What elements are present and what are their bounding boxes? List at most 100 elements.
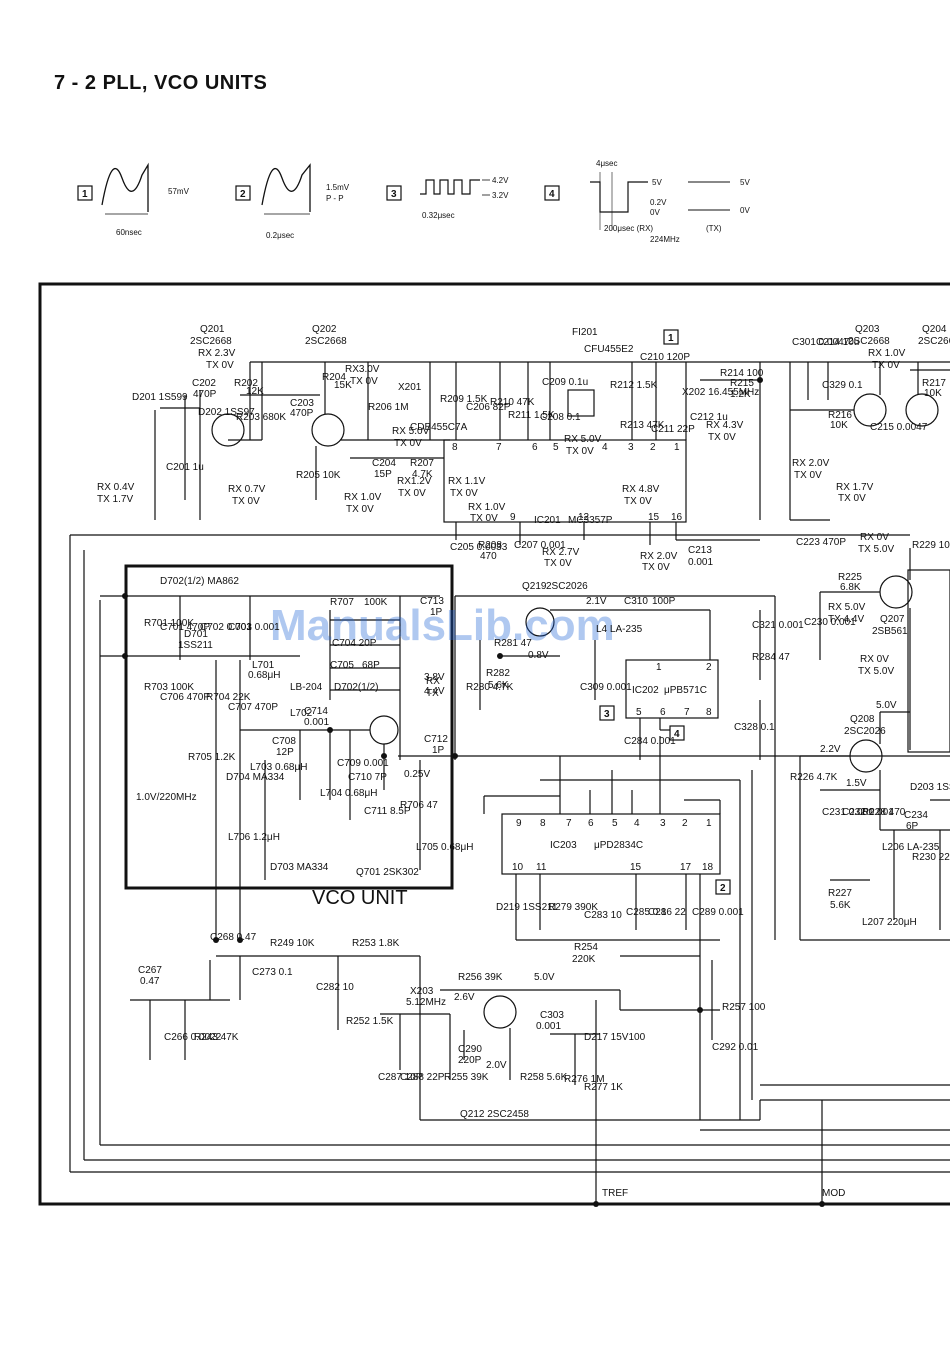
wave-4-v2: 0.2V: [650, 198, 667, 207]
component-label-r211: R211 1.5K: [508, 410, 555, 421]
ic202-pin: 7: [684, 707, 690, 718]
component-label-c267v: 0.47: [140, 976, 160, 987]
component-label-l206: L206 LA-235: [882, 842, 940, 853]
component-label-r202v: 12K: [246, 386, 264, 397]
component-label-tx0j: TX 0V: [624, 496, 652, 507]
component-label-q212: Q212 2SC2458: [460, 1109, 529, 1120]
component-label-c208: C208 0.1: [540, 412, 581, 423]
component-label-r227: R227: [828, 888, 852, 899]
wave-3-low: 3.2V: [492, 191, 509, 200]
component-label-rx43: RX 4.3V: [706, 420, 744, 431]
component-label-r217v: 10K: [924, 388, 942, 399]
component-label-tref: TREF: [602, 1188, 628, 1199]
ic203-pin: 10: [512, 862, 524, 873]
component-label-r281: R281 47: [494, 638, 532, 649]
component-label-q201tx: TX 0V: [206, 360, 234, 371]
component-label-c207: C207 0.001: [514, 540, 566, 551]
component-label-r229: R229 10K: [912, 540, 950, 551]
component-label-tx0g: TX 0V: [346, 504, 374, 515]
component-label-tx0n: TX 0V: [794, 470, 822, 481]
component-label-x201: X201: [398, 382, 422, 393]
component-label-v025: 0.25V: [404, 769, 430, 780]
component-label-d703: D703 MA334: [270, 862, 329, 873]
vco-unit-label: VCO UNIT: [312, 887, 408, 909]
component-label-tx0b: TX 0V: [708, 432, 736, 443]
component-label-c206: C206 82P: [466, 402, 511, 413]
wave-2-period: 0.2μsec: [266, 231, 294, 240]
component-label-r249: R249 10K: [270, 938, 315, 949]
wave-1-period: 60nsec: [116, 228, 142, 237]
ic203-pin: 17: [680, 862, 692, 873]
component-label-c705: C705: [330, 660, 354, 671]
component-label-rx20a: RX 2.0V: [640, 551, 678, 562]
component-label-r276: R276 1M: [564, 1074, 605, 1085]
component-label-c292: C292 0.01: [712, 1042, 759, 1053]
component-label-c703: C703 0.001: [228, 622, 280, 633]
component-label-c303: C303: [540, 1010, 564, 1021]
ic202-pins: 1 2 5 6 7 8: [636, 662, 712, 718]
component-label-c234: C234: [904, 810, 928, 821]
component-label-v50b: 5.0V: [534, 972, 555, 983]
ic201-pin: 9: [510, 512, 516, 523]
wave-1-num: 1: [82, 189, 88, 200]
component-label-v15: 1.5V: [846, 778, 867, 789]
component-label-q201rx: RX 2.3V: [198, 348, 236, 359]
component-label-c212: C212 1u: [690, 412, 728, 423]
wave-4-freq: 224MHz: [650, 235, 680, 244]
ic201-pin: 1: [674, 442, 680, 453]
component-label-r256: R256 39K: [458, 972, 503, 983]
component-label-tx0h: TX 0V: [450, 488, 478, 499]
ic203-pin: 2: [682, 818, 688, 829]
component-label-l4: L4 LA-235: [596, 624, 643, 635]
component-label-r204: R204: [322, 372, 346, 383]
test-point-markers: 1 3 4 2: [599, 329, 731, 895]
component-label-c310: C310: [624, 596, 648, 607]
component-label-r705: R705 1.2K: [188, 752, 236, 763]
component-label-rx10c: RX 1.0V: [868, 348, 906, 359]
component-label-c713: C713: [420, 596, 444, 607]
component-label-r243: R243 47K: [194, 1032, 239, 1043]
component-label-c214: C214 10u: [816, 337, 859, 348]
ic202-pin: 5: [636, 707, 642, 718]
component-label-r227v: 5.6K: [830, 900, 851, 911]
component-label-rx0a: RX 0V: [860, 532, 889, 543]
component-label-d217: D217 15V100: [584, 1032, 646, 1043]
component-label-fi201v: CFU455E2: [584, 344, 634, 355]
component-label-d203: D203 1SS216: [910, 782, 950, 793]
wave-4-pulse: 4μsec: [596, 159, 618, 168]
ic203-pin: 1: [706, 818, 712, 829]
component-label-d702a: D702(1/2) MA862: [160, 576, 239, 587]
ic202-pin: 1: [656, 662, 662, 673]
component-label-r207: R207: [410, 458, 434, 469]
component-label-v10: 1.0V/220MHz: [136, 792, 197, 803]
component-label-c267: C267: [138, 965, 162, 976]
component-label-rx0b: RX 0V: [860, 654, 889, 665]
component-label-tx0o: TX 0V: [838, 493, 866, 504]
component-label-r703: R703 100K: [144, 682, 194, 693]
component-label-rx10a: RX 1.0V: [344, 492, 382, 503]
component-label-r208: R208: [478, 540, 502, 551]
ic203-pin: 8: [540, 818, 546, 829]
component-label-c310v: 100P: [652, 596, 676, 607]
ic201-pin: 16: [671, 512, 683, 523]
component-label-r207v: 4.7K: [412, 469, 433, 480]
component-label-c301: C301 0.0047: [792, 337, 850, 348]
component-label-c321: C321 0.001: [752, 620, 804, 631]
component-label-c230: C230 0.001: [804, 617, 856, 628]
component-label-v21: 2.1V: [586, 596, 607, 607]
component-label-c708: C708: [272, 736, 296, 747]
component-label-c204v: 15P: [374, 469, 392, 480]
watermark: ManualsLib.com: [270, 601, 615, 650]
component-label-d701: D701: [184, 629, 208, 640]
wave-3-period: 0.32μsec: [422, 211, 455, 220]
component-label-c287: C287 10P: [378, 1072, 423, 1083]
ic201-pin: 15: [648, 512, 660, 523]
component-label-rx17: RX 1.7V: [836, 482, 874, 493]
component-label-ic201v: MC3357P: [568, 515, 613, 526]
component-label-r277: R277 1K: [584, 1082, 623, 1093]
component-label-c714v: 0.001: [304, 717, 329, 728]
component-label-q219: Q219: [522, 581, 547, 592]
component-label-l703: L703 0.68μH: [250, 762, 307, 773]
